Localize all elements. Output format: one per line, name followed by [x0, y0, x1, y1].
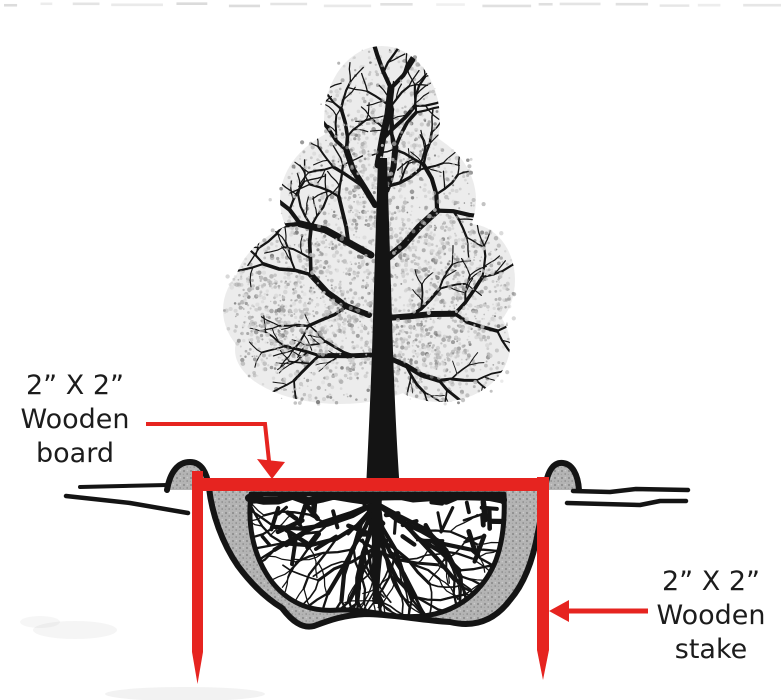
staking-annotations	[146, 422, 648, 684]
board-arrow	[146, 422, 285, 479]
stake-label-part: stake	[674, 634, 748, 665]
stake-label-material: Wooden	[656, 600, 766, 631]
root-ball	[245, 491, 507, 620]
foliage-texture-overlay	[223, 49, 513, 402]
stake-label: 2” X 2” Wooden stake	[636, 565, 781, 667]
board-label-material: Wooden	[20, 404, 130, 435]
stake-label-size: 2” X 2”	[662, 566, 760, 597]
root-ball-top-surface	[245, 491, 507, 506]
stake-arrow	[549, 600, 648, 622]
board-label-part: board	[36, 438, 114, 469]
wooden-stake-right	[537, 477, 549, 680]
smudges	[20, 616, 265, 700]
board-label-size: 2” X 2”	[26, 370, 124, 401]
wooden-board	[195, 478, 548, 491]
stake-arrowhead-icon	[549, 600, 569, 622]
scan-artifact	[4, 2, 781, 8]
ground-surface-left	[63, 483, 191, 516]
wooden-stake-left	[192, 471, 203, 684]
tree-trunk	[366, 158, 400, 491]
board-label: 2” X 2” Wooden board	[0, 369, 150, 471]
ground-surface-right	[564, 486, 691, 508]
board-arrowhead-icon	[257, 459, 285, 479]
